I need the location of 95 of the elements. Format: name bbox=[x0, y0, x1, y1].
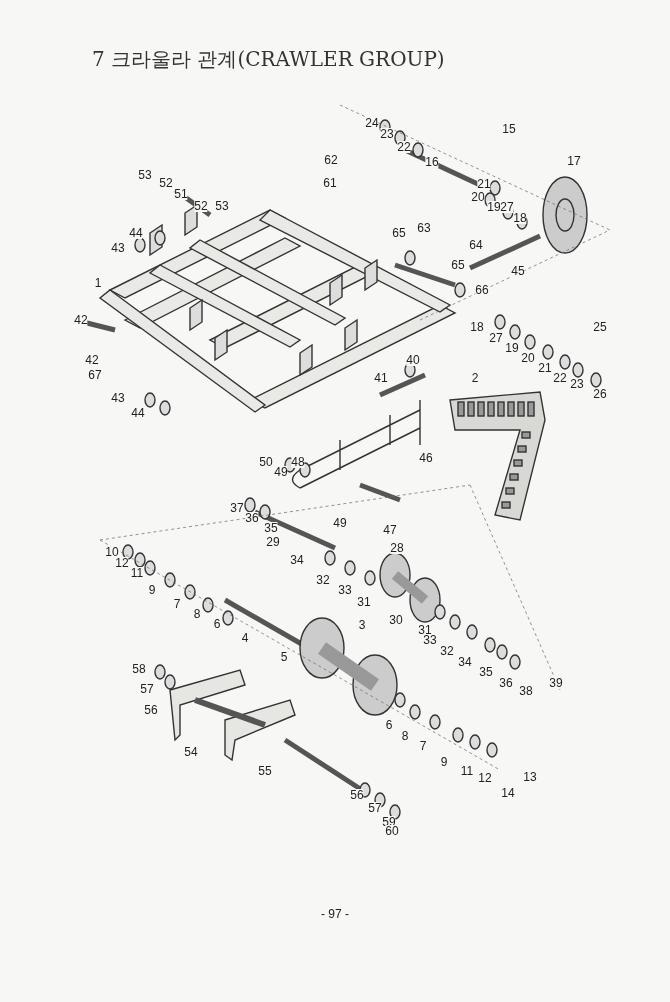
callout-number: 67 bbox=[88, 369, 102, 381]
callout-number: 20 bbox=[521, 352, 535, 364]
callout-number: 42 bbox=[85, 354, 99, 366]
callout-number: 39 bbox=[549, 677, 563, 689]
callout-number: 56 bbox=[144, 704, 158, 716]
callout-number: 46 bbox=[419, 452, 433, 464]
callout-number: 29 bbox=[266, 536, 280, 548]
callout-number: 12 bbox=[115, 557, 129, 569]
callout-number: 27 bbox=[500, 201, 514, 213]
callout-number: 18 bbox=[513, 212, 527, 224]
callout-number: 26 bbox=[593, 388, 607, 400]
callout-number: 66 bbox=[475, 284, 489, 296]
callout-number: 61 bbox=[323, 177, 337, 189]
callout-number: 56 bbox=[350, 789, 364, 801]
callout-number: 52 bbox=[159, 177, 173, 189]
page-number: - 97 - bbox=[321, 908, 349, 920]
callout-number: 11 bbox=[130, 567, 144, 579]
callout-number: 44 bbox=[131, 407, 145, 419]
callout-number: 54 bbox=[184, 746, 198, 758]
callout-number: 33 bbox=[423, 634, 437, 646]
callout-number: 65 bbox=[392, 227, 406, 239]
callout-number: 36 bbox=[245, 512, 259, 524]
callout-number: 53 bbox=[138, 169, 152, 181]
callout-number: 6 bbox=[385, 719, 393, 731]
callout-number: 55 bbox=[258, 765, 272, 777]
callout-number: 9 bbox=[440, 756, 448, 768]
title: 7 크라울라 관계(CRAWLER GROUP) bbox=[92, 46, 445, 73]
callout-number: 13 bbox=[523, 771, 537, 783]
callout-number: 35 bbox=[479, 666, 493, 678]
callout-number: 31 bbox=[357, 596, 371, 608]
callout-number: 8 bbox=[193, 608, 201, 620]
callout-number: 58 bbox=[132, 663, 146, 675]
callout-number: 22 bbox=[553, 372, 567, 384]
callout-number: 11 bbox=[460, 765, 474, 777]
callout-number: 52 bbox=[194, 200, 208, 212]
callout-number: 43 bbox=[111, 242, 125, 254]
callout-number: 19 bbox=[487, 201, 501, 213]
callout-number: 43 bbox=[111, 392, 125, 404]
callout-number: 63 bbox=[417, 222, 431, 234]
callout-number: 5 bbox=[280, 651, 288, 663]
callout-number: 25 bbox=[593, 321, 607, 333]
callout-number: 8 bbox=[401, 730, 409, 742]
callout-number: 44 bbox=[129, 227, 143, 239]
callout-number: 6 bbox=[213, 618, 221, 630]
callout-number: 33 bbox=[338, 584, 352, 596]
callout-number: 32 bbox=[440, 645, 454, 657]
callout-number: 17 bbox=[567, 155, 581, 167]
callout-number: 50 bbox=[259, 456, 273, 468]
callout-number: 23 bbox=[570, 378, 584, 390]
callout-number: 18 bbox=[470, 321, 484, 333]
callout-number: 24 bbox=[365, 117, 379, 129]
callout-number: 49 bbox=[333, 517, 347, 529]
callout-number: 53 bbox=[215, 200, 229, 212]
callout-number: 21 bbox=[538, 362, 552, 374]
callout-number: 35 bbox=[264, 522, 278, 534]
callout-number: 49 bbox=[274, 466, 288, 478]
callout-number: 7 bbox=[173, 598, 181, 610]
callout-number: 23 bbox=[380, 128, 394, 140]
callout-number: 37 bbox=[230, 502, 244, 514]
callout-number: 48 bbox=[291, 456, 305, 468]
callout-number: 22 bbox=[397, 141, 411, 153]
callout-number: 32 bbox=[316, 574, 330, 586]
callout-number: 27 bbox=[489, 332, 503, 344]
callout-number: 41 bbox=[374, 372, 388, 384]
callout-number: 19 bbox=[505, 342, 519, 354]
callout-number: 1 bbox=[94, 277, 102, 289]
callout-number: 47 bbox=[383, 524, 397, 536]
callout-number: 21 bbox=[477, 178, 491, 190]
callout-number: 30 bbox=[389, 614, 403, 626]
callout-number: 42 bbox=[74, 314, 88, 326]
callout-number: 4 bbox=[241, 632, 249, 644]
callout-number: 34 bbox=[290, 554, 304, 566]
callout-number: 51 bbox=[174, 188, 188, 200]
callout-number: 36 bbox=[499, 677, 513, 689]
callout-number: 2 bbox=[471, 372, 479, 384]
callout-number: 40 bbox=[406, 354, 420, 366]
callout-number: 62 bbox=[324, 154, 338, 166]
callout-number: 14 bbox=[501, 787, 515, 799]
callout-number: 65 bbox=[451, 259, 465, 271]
callout-number: 16 bbox=[425, 156, 439, 168]
callout-number: 28 bbox=[390, 542, 404, 554]
callout-number: 64 bbox=[469, 239, 483, 251]
callout-number: 45 bbox=[511, 265, 525, 277]
callout-number: 34 bbox=[458, 656, 472, 668]
callout-number: 31 bbox=[418, 624, 432, 636]
callout-number: 57 bbox=[368, 802, 382, 814]
callout-number: 20 bbox=[471, 191, 485, 203]
callout-number: 7 bbox=[419, 740, 427, 752]
callout-number: 10 bbox=[105, 546, 119, 558]
callout-number: 9 bbox=[148, 584, 156, 596]
callout-number: 15 bbox=[502, 123, 516, 135]
callout-number: 38 bbox=[519, 685, 533, 697]
callout-number: 57 bbox=[140, 683, 154, 695]
callout-number: 3 bbox=[358, 619, 366, 631]
callout-number: 12 bbox=[478, 772, 492, 784]
